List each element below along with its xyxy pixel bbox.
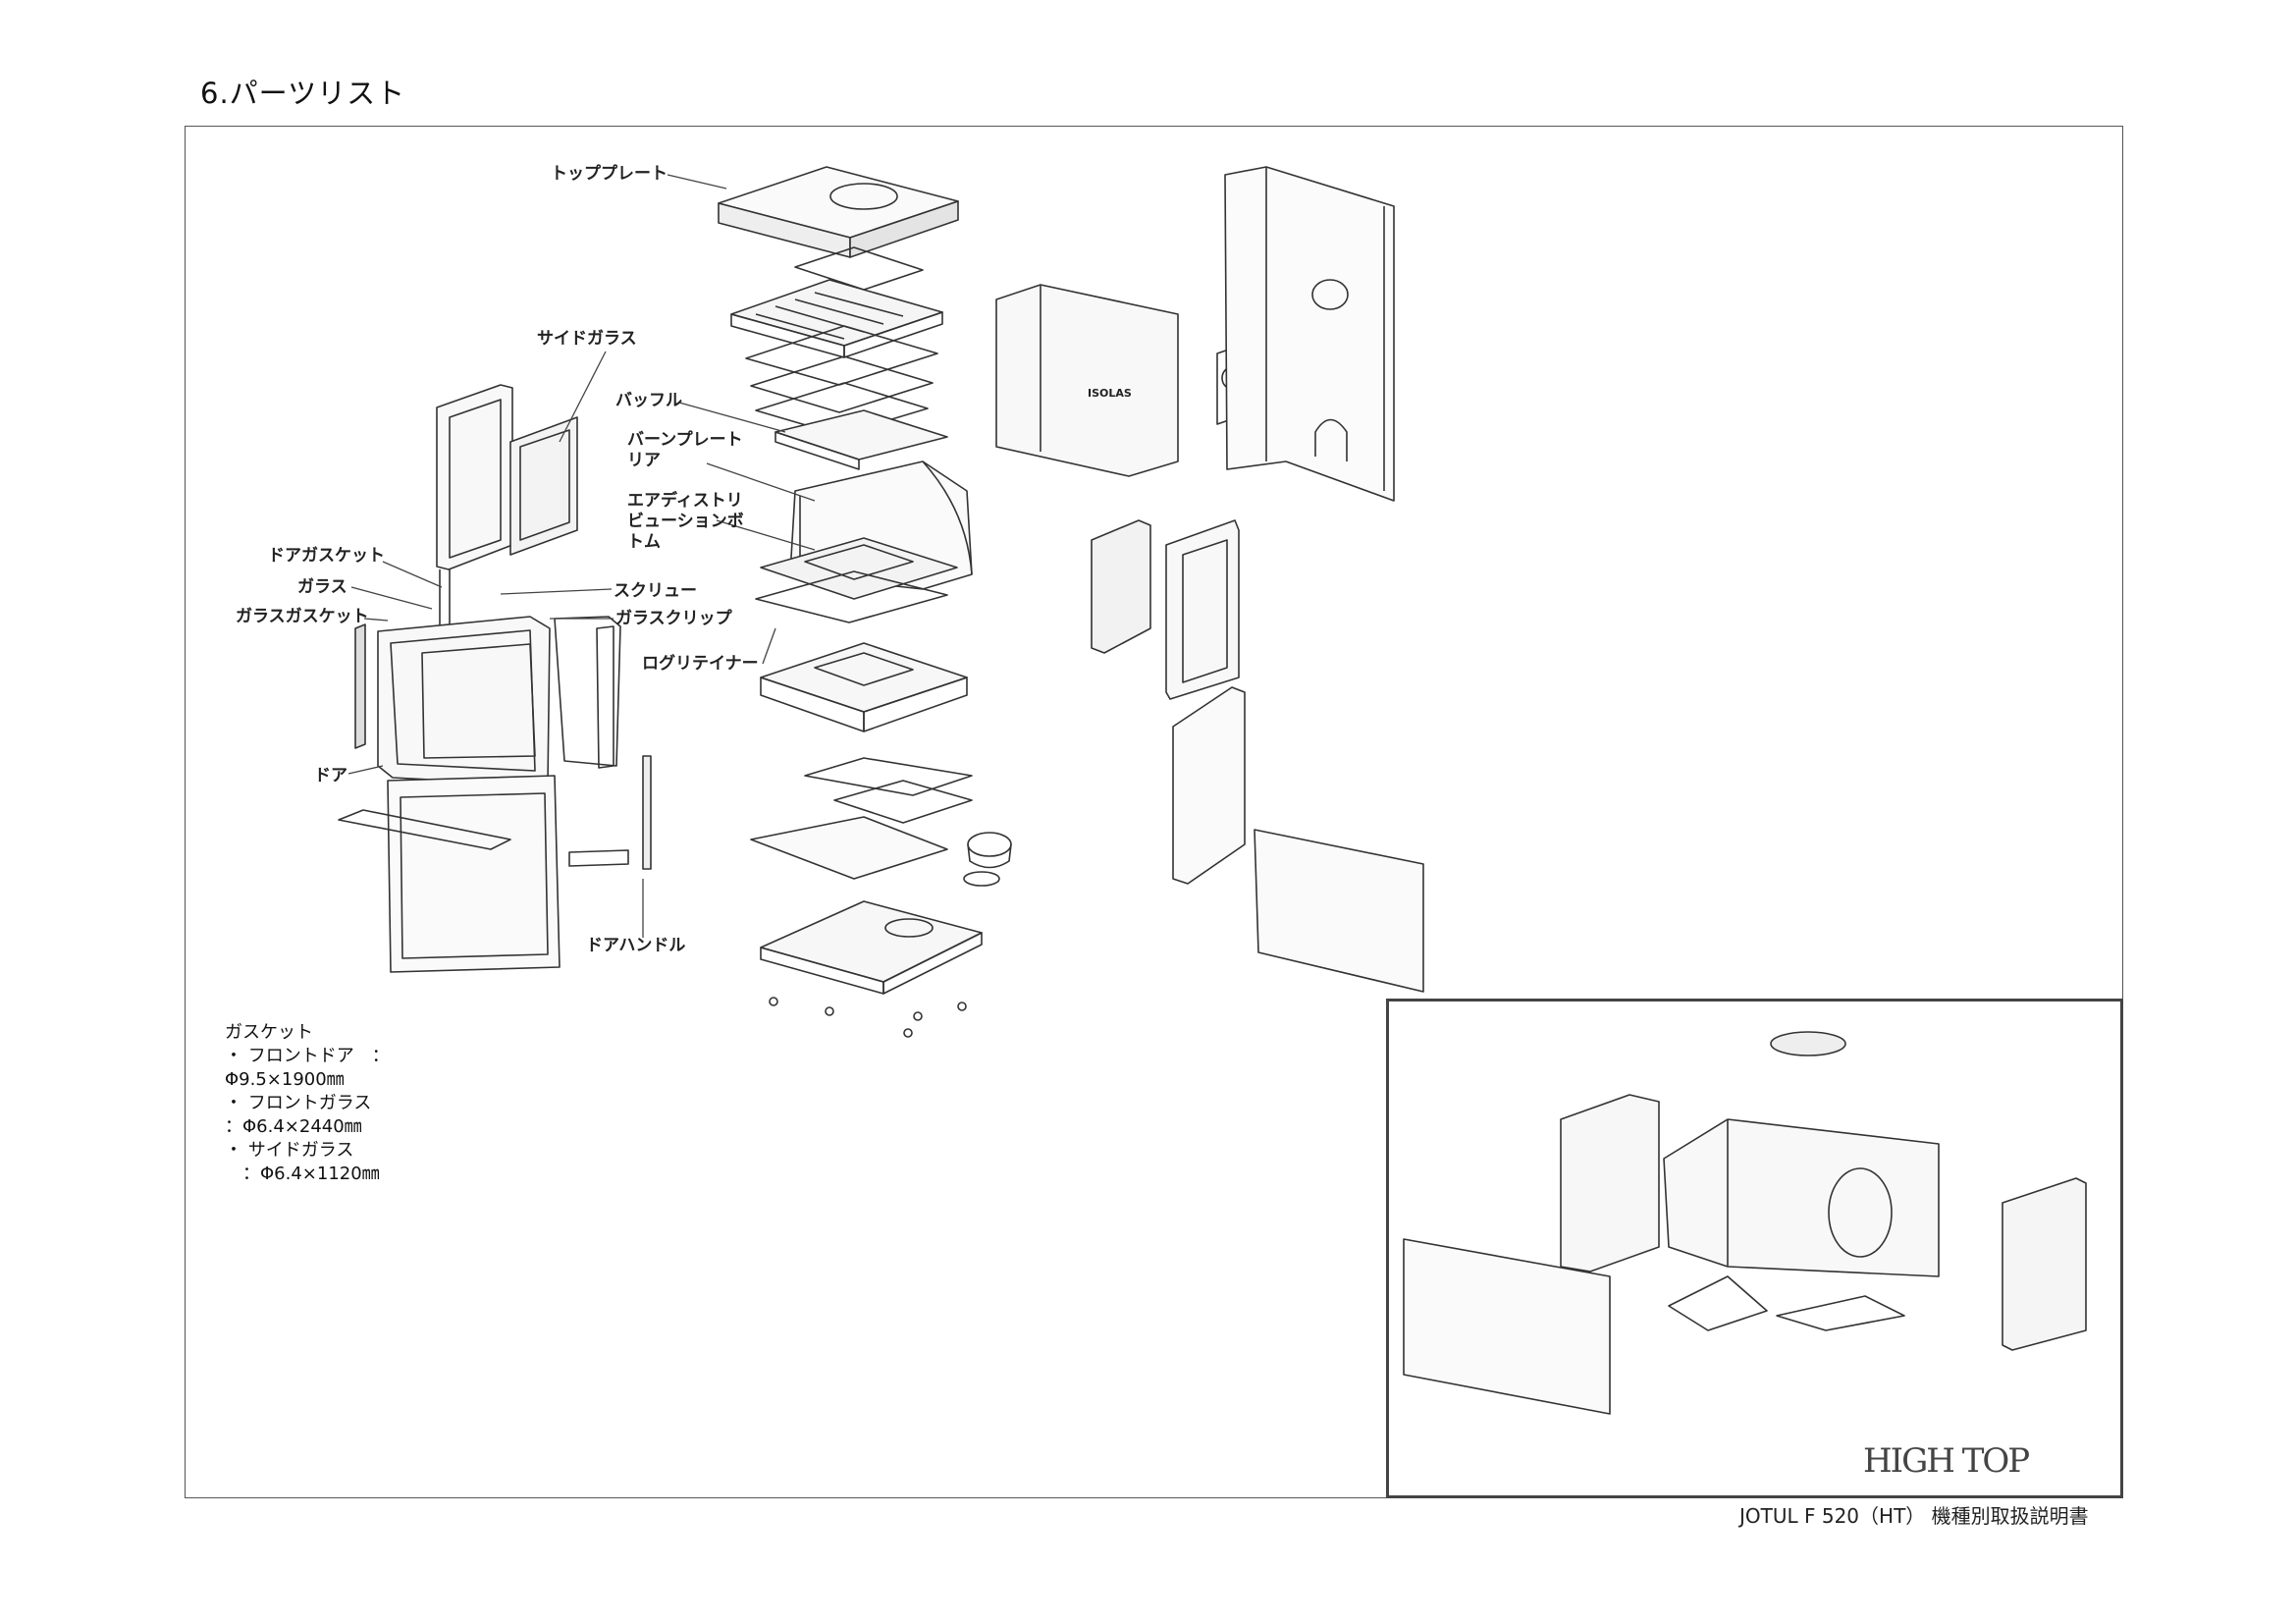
page-heading: 6.パーツリスト [200, 77, 406, 110]
brand-logo: HIGH TOP [1863, 1441, 2030, 1481]
label-door-gasket: ドアガスケット [268, 546, 385, 566]
label-door-handle: ドアハンドル [586, 936, 686, 955]
gasket-spec: ガスケット ・ フロントドア ： Φ9.5×1900㎜ ・ フロントガラス ：Φ… [225, 1021, 390, 1186]
burn-plate-part [755, 460, 973, 623]
rear-frame-part [995, 284, 1253, 477]
label-air-distribution-bottom: エアディストリ ビューションボ トム [627, 491, 744, 552]
ash-plate-part [750, 816, 1012, 887]
label-glass: ガラス [297, 577, 347, 597]
gasket-line: ・ フロントガラス [225, 1093, 372, 1113]
label-log-retainer: ログリテイナー [642, 654, 759, 674]
gasket-line: ・ フロントドア ： [225, 1046, 390, 1066]
front-door-part [354, 616, 652, 870]
convection-panel-part [1224, 166, 1395, 502]
label-side-glass: サイドガラス [537, 329, 637, 349]
inset-parts [1403, 1031, 2087, 1415]
side-panel-right-part [1172, 686, 1424, 993]
gasket-line: ・ サイドガラス [225, 1140, 354, 1161]
label-isolation-mark: ISOLAS [1088, 387, 1132, 400]
label-baffle: バッフル [615, 391, 682, 410]
top-frames-part [730, 246, 943, 436]
baffle-part [774, 409, 948, 470]
ash-door-part [338, 775, 629, 973]
gasket-title: ガスケット [225, 1022, 313, 1043]
page-footer: JOTUL F 520（HT） 機種別取扱説明書 [1739, 1504, 2089, 1528]
label-glass-clip: ガラスクリップ [615, 609, 732, 628]
label-screw: スクリュー [614, 581, 697, 601]
label-glass-gasket: ガラスガスケット [236, 607, 369, 626]
side-door-right-part [1091, 519, 1240, 700]
label-door: ドア [314, 766, 347, 785]
label-top-plate: トッププレート [551, 164, 667, 184]
log-retainer-part [760, 642, 973, 824]
gasket-line: ：Φ6.4×2440㎜ [225, 1116, 362, 1137]
top-plate-part [718, 166, 959, 258]
label-burn-plate-rear: バーンプレート リア [627, 430, 743, 470]
gasket-line: ：Φ6.4×1120㎜ [225, 1164, 380, 1184]
leader-lines [347, 174, 816, 938]
diagram-frame [185, 126, 2123, 1498]
base-plate-part [760, 900, 983, 1038]
gasket-line: Φ9.5×1900㎜ [225, 1069, 345, 1090]
inset-frame [1386, 999, 2123, 1498]
